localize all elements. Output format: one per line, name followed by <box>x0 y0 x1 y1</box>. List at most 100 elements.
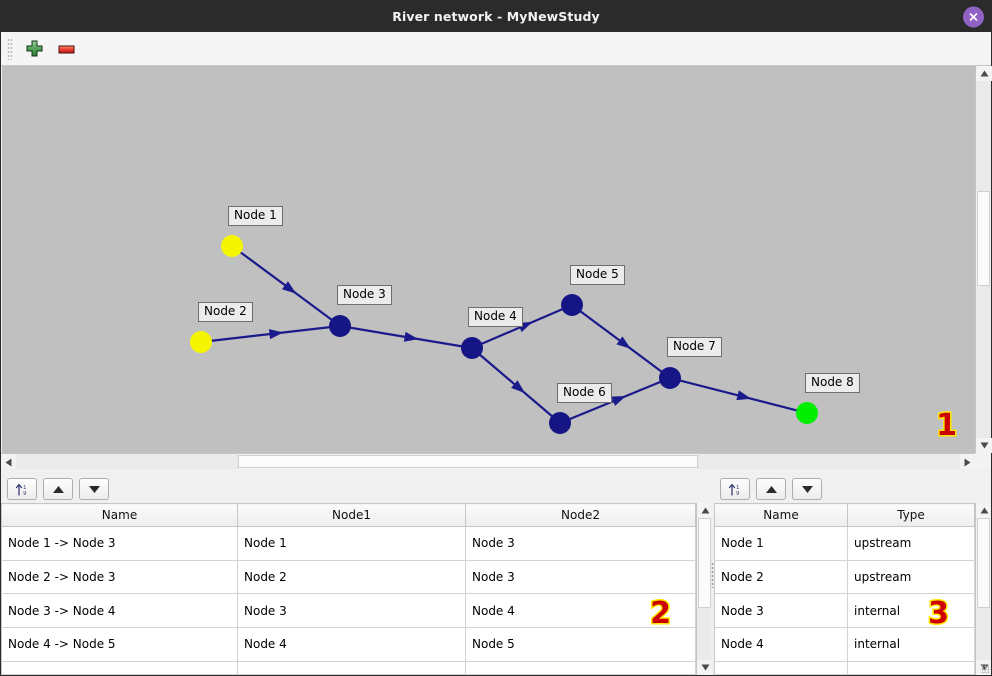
cell-name[interactable]: Node 2 -> Node 3 <box>1 560 238 595</box>
arrow-down-icon[interactable] <box>792 478 822 500</box>
cell-empty[interactable] <box>465 661 696 675</box>
reach-scroll-up-icon[interactable] <box>697 503 711 518</box>
node-label-node-1[interactable]: Node 1 <box>228 206 283 226</box>
cell-node2[interactable]: Node 3 <box>465 526 696 561</box>
cell-node1[interactable]: Node 1 <box>237 526 466 561</box>
scroll-track-up[interactable] <box>976 81 991 191</box>
graph-node-node-3[interactable] <box>329 315 351 337</box>
scroll-track-down[interactable] <box>976 286 991 438</box>
cell-node1[interactable]: Node 4 <box>237 627 466 662</box>
reach-scroll-track[interactable] <box>697 608 711 660</box>
scroll-up-icon[interactable] <box>976 66 992 81</box>
graph-node-node-1[interactable] <box>221 235 243 257</box>
cell-node1[interactable]: Node 2 <box>237 560 466 595</box>
cell-type[interactable]: internal <box>847 627 975 662</box>
scroll-left-icon[interactable] <box>1 454 16 470</box>
cell-empty[interactable] <box>714 661 848 675</box>
cell-type[interactable]: upstream <box>847 560 975 595</box>
cell-name[interactable]: Node 4 <box>714 627 848 662</box>
cell-empty[interactable] <box>237 661 466 675</box>
node-label-node-3[interactable]: Node 3 <box>337 285 392 305</box>
sort-icon[interactable]: 1 9 <box>7 478 37 500</box>
cell-name[interactable]: Node 1 -> Node 3 <box>1 526 238 561</box>
canvas-vscroll-thumb[interactable] <box>977 191 990 286</box>
column-header-name[interactable]: Name <box>1 503 238 527</box>
node-label-node-8[interactable]: Node 8 <box>805 373 860 393</box>
node-vscroll-thumb[interactable] <box>977 518 990 608</box>
node-label-node-7[interactable]: Node 7 <box>667 337 722 357</box>
graph-node-node-7[interactable] <box>659 367 681 389</box>
scroll-right-icon[interactable] <box>960 454 975 470</box>
column-header-node1[interactable]: Node1 <box>237 503 466 527</box>
scroll-down-icon[interactable] <box>976 438 992 453</box>
node-scroll-up-icon[interactable] <box>976 503 991 518</box>
network-diagram[interactable]: Node 1 Node 2 Node 3 Node 4 Node 5 Node 6 Node… <box>2 66 975 453</box>
graph-node-node-8[interactable] <box>796 402 818 424</box>
toolbar-drag-handle[interactable] <box>7 37 13 60</box>
cell-name[interactable]: Node 3 <box>714 593 848 628</box>
empty-row[interactable] <box>714 661 975 675</box>
scroll-track-left[interactable] <box>16 454 238 469</box>
arrow-up-icon[interactable] <box>756 478 786 500</box>
column-header-name[interactable]: Name <box>714 503 848 527</box>
window-resize-grip[interactable] <box>981 665 989 673</box>
node-label-node-5[interactable]: Node 5 <box>570 265 625 285</box>
cell-empty[interactable] <box>1 661 238 675</box>
graph-node-node-6[interactable] <box>549 412 571 434</box>
node-label-node-6[interactable]: Node 6 <box>557 383 612 403</box>
cell-empty[interactable] <box>847 661 975 675</box>
canvas-hscroll-thumb[interactable] <box>238 455 698 468</box>
canvas-vertical-scrollbar[interactable] <box>975 66 992 453</box>
cell-name[interactable]: Node 1 <box>714 526 848 561</box>
node-label-node-4[interactable]: Node 4 <box>468 307 523 327</box>
cell-name[interactable]: Node 4 -> Node 5 <box>1 627 238 662</box>
reach-vscroll-thumb[interactable] <box>698 518 711 608</box>
window-titlebar: River network - MyNewStudy <box>1 1 991 32</box>
graph-node-node-4[interactable] <box>461 337 483 359</box>
reach-table-scrollbar[interactable] <box>696 503 711 675</box>
scroll-track-right[interactable] <box>698 454 960 469</box>
canvas-horizontal-scrollbar[interactable] <box>1 453 975 470</box>
column-header-node2[interactable]: Node2 <box>465 503 696 527</box>
cell-type[interactable]: internal <box>847 593 975 628</box>
svg-text:1: 1 <box>23 485 27 491</box>
remove-minus-icon[interactable] <box>53 36 79 62</box>
arrow-up-icon[interactable] <box>43 478 73 500</box>
cell-node1[interactable]: Node 3 <box>237 593 466 628</box>
scrollbar-corner <box>975 453 991 469</box>
empty-row[interactable] <box>1 661 696 675</box>
arrow-down-icon[interactable] <box>79 478 109 500</box>
node-table-scrollbar[interactable] <box>975 503 991 675</box>
cell-name[interactable]: Node 3 -> Node 4 <box>1 593 238 628</box>
close-icon[interactable] <box>963 6 984 27</box>
vertical-splitter[interactable] <box>711 475 714 675</box>
column-header-type[interactable]: Type <box>847 503 975 527</box>
graph-node-node-2[interactable] <box>190 331 212 353</box>
cell-node2[interactable]: Node 5 <box>465 627 696 662</box>
node-scroll-track[interactable] <box>976 608 991 660</box>
sort-icon[interactable]: 1 9 <box>720 478 750 500</box>
graph-node-node-5[interactable] <box>561 294 583 316</box>
cell-node2[interactable]: Node 4 <box>465 593 696 628</box>
cell-name[interactable]: Node 2 <box>714 560 848 595</box>
add-plus-icon[interactable] <box>21 36 47 62</box>
cell-node2[interactable]: Node 3 <box>465 560 696 595</box>
node-label-node-2[interactable]: Node 2 <box>198 302 253 322</box>
reach-scroll-down-icon[interactable] <box>697 660 711 675</box>
cell-type[interactable]: upstream <box>847 526 975 561</box>
annotation-2: 2 <box>649 596 673 631</box>
